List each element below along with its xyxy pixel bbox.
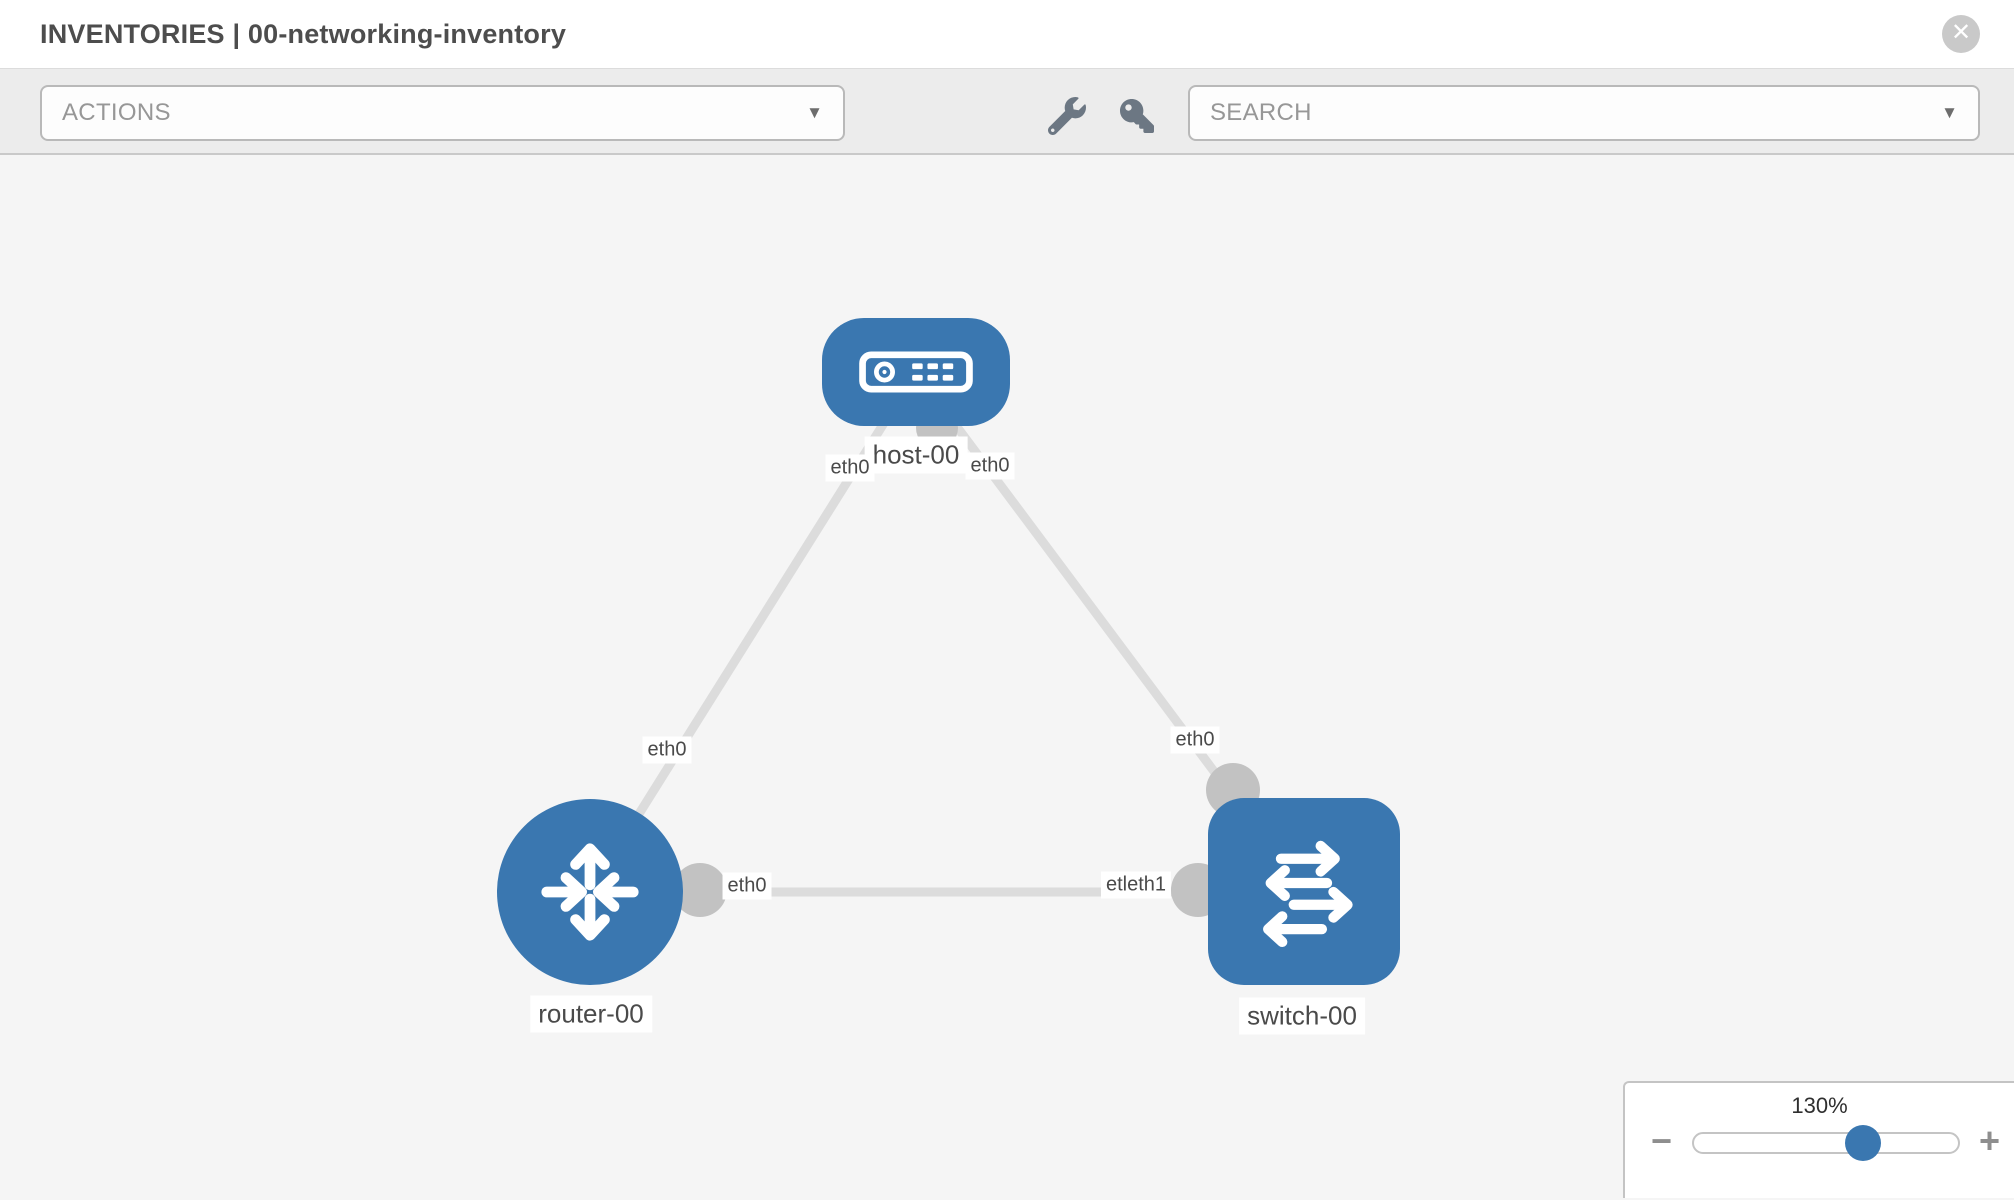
zoom-slider-thumb[interactable]	[1844, 1125, 1881, 1161]
interface-label: etleth1	[1100, 871, 1172, 899]
chevron-down-icon: ▼	[1941, 103, 1958, 122]
zoom-level-value: 130%	[1791, 1093, 1848, 1118]
toolbar: ACTIONS ▼ SEARCH ▼	[0, 68, 2014, 155]
search-dropdown[interactable]: SEARCH ▼	[1188, 85, 1980, 141]
interface-label: eth0	[722, 872, 772, 900]
actions-dropdown[interactable]: ACTIONS ▼	[40, 85, 845, 141]
node-label-host: host-00	[864, 436, 968, 474]
router-icon	[541, 843, 639, 941]
host-icon	[859, 351, 973, 393]
zoom-slider[interactable]	[1692, 1125, 1960, 1161]
zoom-panel: 130% − +	[1623, 1081, 2014, 1198]
node-router[interactable]	[497, 799, 683, 985]
zoom-out-button[interactable]: −	[1651, 1120, 1673, 1161]
node-label-switch: switch-00	[1239, 997, 1365, 1035]
wrench-icon[interactable]	[1047, 97, 1086, 136]
page-header: INVENTORIES | 00-networking-inventory ✕	[0, 0, 2014, 68]
switch-icon	[1263, 840, 1353, 947]
topology-canvas[interactable]: host-00 router-00 switch-00 eth0 eth0 et…	[0, 155, 2014, 1198]
zoom-in-button[interactable]: +	[1978, 1120, 2000, 1161]
port-circles	[673, 407, 1260, 917]
close-icon[interactable]: ✕	[1942, 15, 1980, 53]
chevron-down-icon: ▼	[806, 103, 823, 122]
page-title: INVENTORIES | 00-networking-inventory	[40, 19, 567, 49]
edge-layer	[586, 369, 1308, 917]
search-placeholder: SEARCH	[1210, 99, 1312, 126]
interface-label: eth0	[1170, 726, 1220, 754]
node-host[interactable]	[822, 318, 1010, 426]
interface-label: eth0	[965, 452, 1015, 480]
node-label-router: router-00	[530, 995, 652, 1033]
interface-label: eth0	[642, 736, 692, 764]
port-router-right	[673, 863, 727, 917]
node-switch[interactable]	[1208, 798, 1400, 985]
key-icon[interactable]	[1120, 99, 1154, 133]
actions-dropdown-label: ACTIONS	[62, 99, 171, 126]
interface-label: eth0	[825, 454, 875, 482]
